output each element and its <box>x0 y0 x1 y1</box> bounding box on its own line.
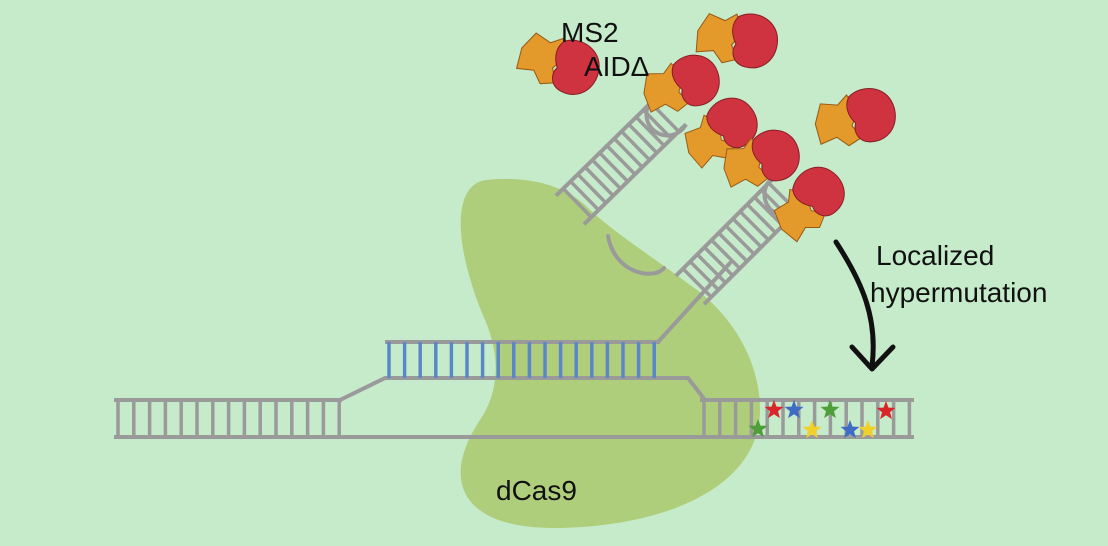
stem-base-pair <box>598 151 629 183</box>
stem-base-pair <box>731 217 763 249</box>
mutation-stars <box>748 400 896 439</box>
aid-protein <box>732 13 778 69</box>
ms2-aid-fusion-icon <box>773 166 845 243</box>
aid-protein <box>846 88 896 143</box>
stem-base-pair <box>634 115 666 147</box>
star-icon <box>876 401 896 420</box>
dcas9-protein <box>460 178 760 529</box>
star-icon <box>802 420 822 439</box>
star-icon <box>840 420 860 439</box>
stem-base-pair <box>613 137 644 169</box>
stem-base-pair <box>746 203 777 234</box>
ms2-coat-protein <box>515 32 566 85</box>
stem-base-pair <box>562 187 593 219</box>
star-icon <box>784 400 804 419</box>
aid-protein <box>706 97 758 149</box>
stem-base-pair <box>703 246 734 277</box>
ms2-aid-fusion-icon <box>695 12 778 69</box>
stem-base-pair <box>681 267 713 299</box>
stem-base-pair <box>620 130 651 162</box>
star-icon <box>858 420 878 439</box>
ms2-aid-fusions <box>515 12 896 243</box>
stem-strand <box>674 174 778 278</box>
curved-down-arrow-icon <box>833 239 896 372</box>
stem-base-pair <box>591 158 622 190</box>
ms2-aid-fusion-icon <box>684 97 758 169</box>
sgrna-connectors <box>606 234 732 344</box>
stem-base-pair <box>576 173 608 205</box>
dcas9-label: dCas9 <box>496 475 577 506</box>
ms2-hairpin-2 <box>674 174 806 306</box>
star-icon <box>748 419 768 438</box>
ms2-hairpin-1 <box>554 93 688 226</box>
ms2-coat-protein <box>684 114 736 169</box>
localized-label: Localized <box>876 240 994 271</box>
ms2-aid-fusion-icon <box>515 32 600 95</box>
stem-base-pair <box>710 238 742 270</box>
aid-protein <box>751 129 800 182</box>
stem-base-pair <box>688 260 720 292</box>
stem-base-pair <box>627 123 659 155</box>
ms2-aid-fusion-icon <box>723 129 800 188</box>
aid-protein <box>671 54 720 107</box>
dna-duplex-left <box>114 398 342 439</box>
stem-base-pair <box>583 165 615 197</box>
aid-protein <box>552 39 600 95</box>
aid-protein <box>792 166 845 217</box>
stem-base-pair <box>738 210 770 242</box>
ms2-label: MS2 <box>561 17 619 48</box>
stem-base-pair <box>569 180 600 212</box>
ms2-coat-protein <box>695 12 743 64</box>
hypermutation-label: hypermutation <box>870 277 1047 308</box>
ms2-aid-fusion-icon <box>814 88 896 147</box>
stem-base-pair <box>605 144 637 176</box>
star-icon <box>764 400 784 419</box>
stem-base-pair <box>724 224 756 256</box>
ms2-aid-fusion-icon <box>643 54 720 113</box>
ms2-coat-protein <box>773 188 826 243</box>
stem-base-pair <box>717 231 749 263</box>
star-icon <box>820 400 840 419</box>
guide-dna-heteroduplex <box>385 340 660 380</box>
stem-base-pair <box>696 253 727 284</box>
aid-label: AIDΔ <box>584 51 649 82</box>
